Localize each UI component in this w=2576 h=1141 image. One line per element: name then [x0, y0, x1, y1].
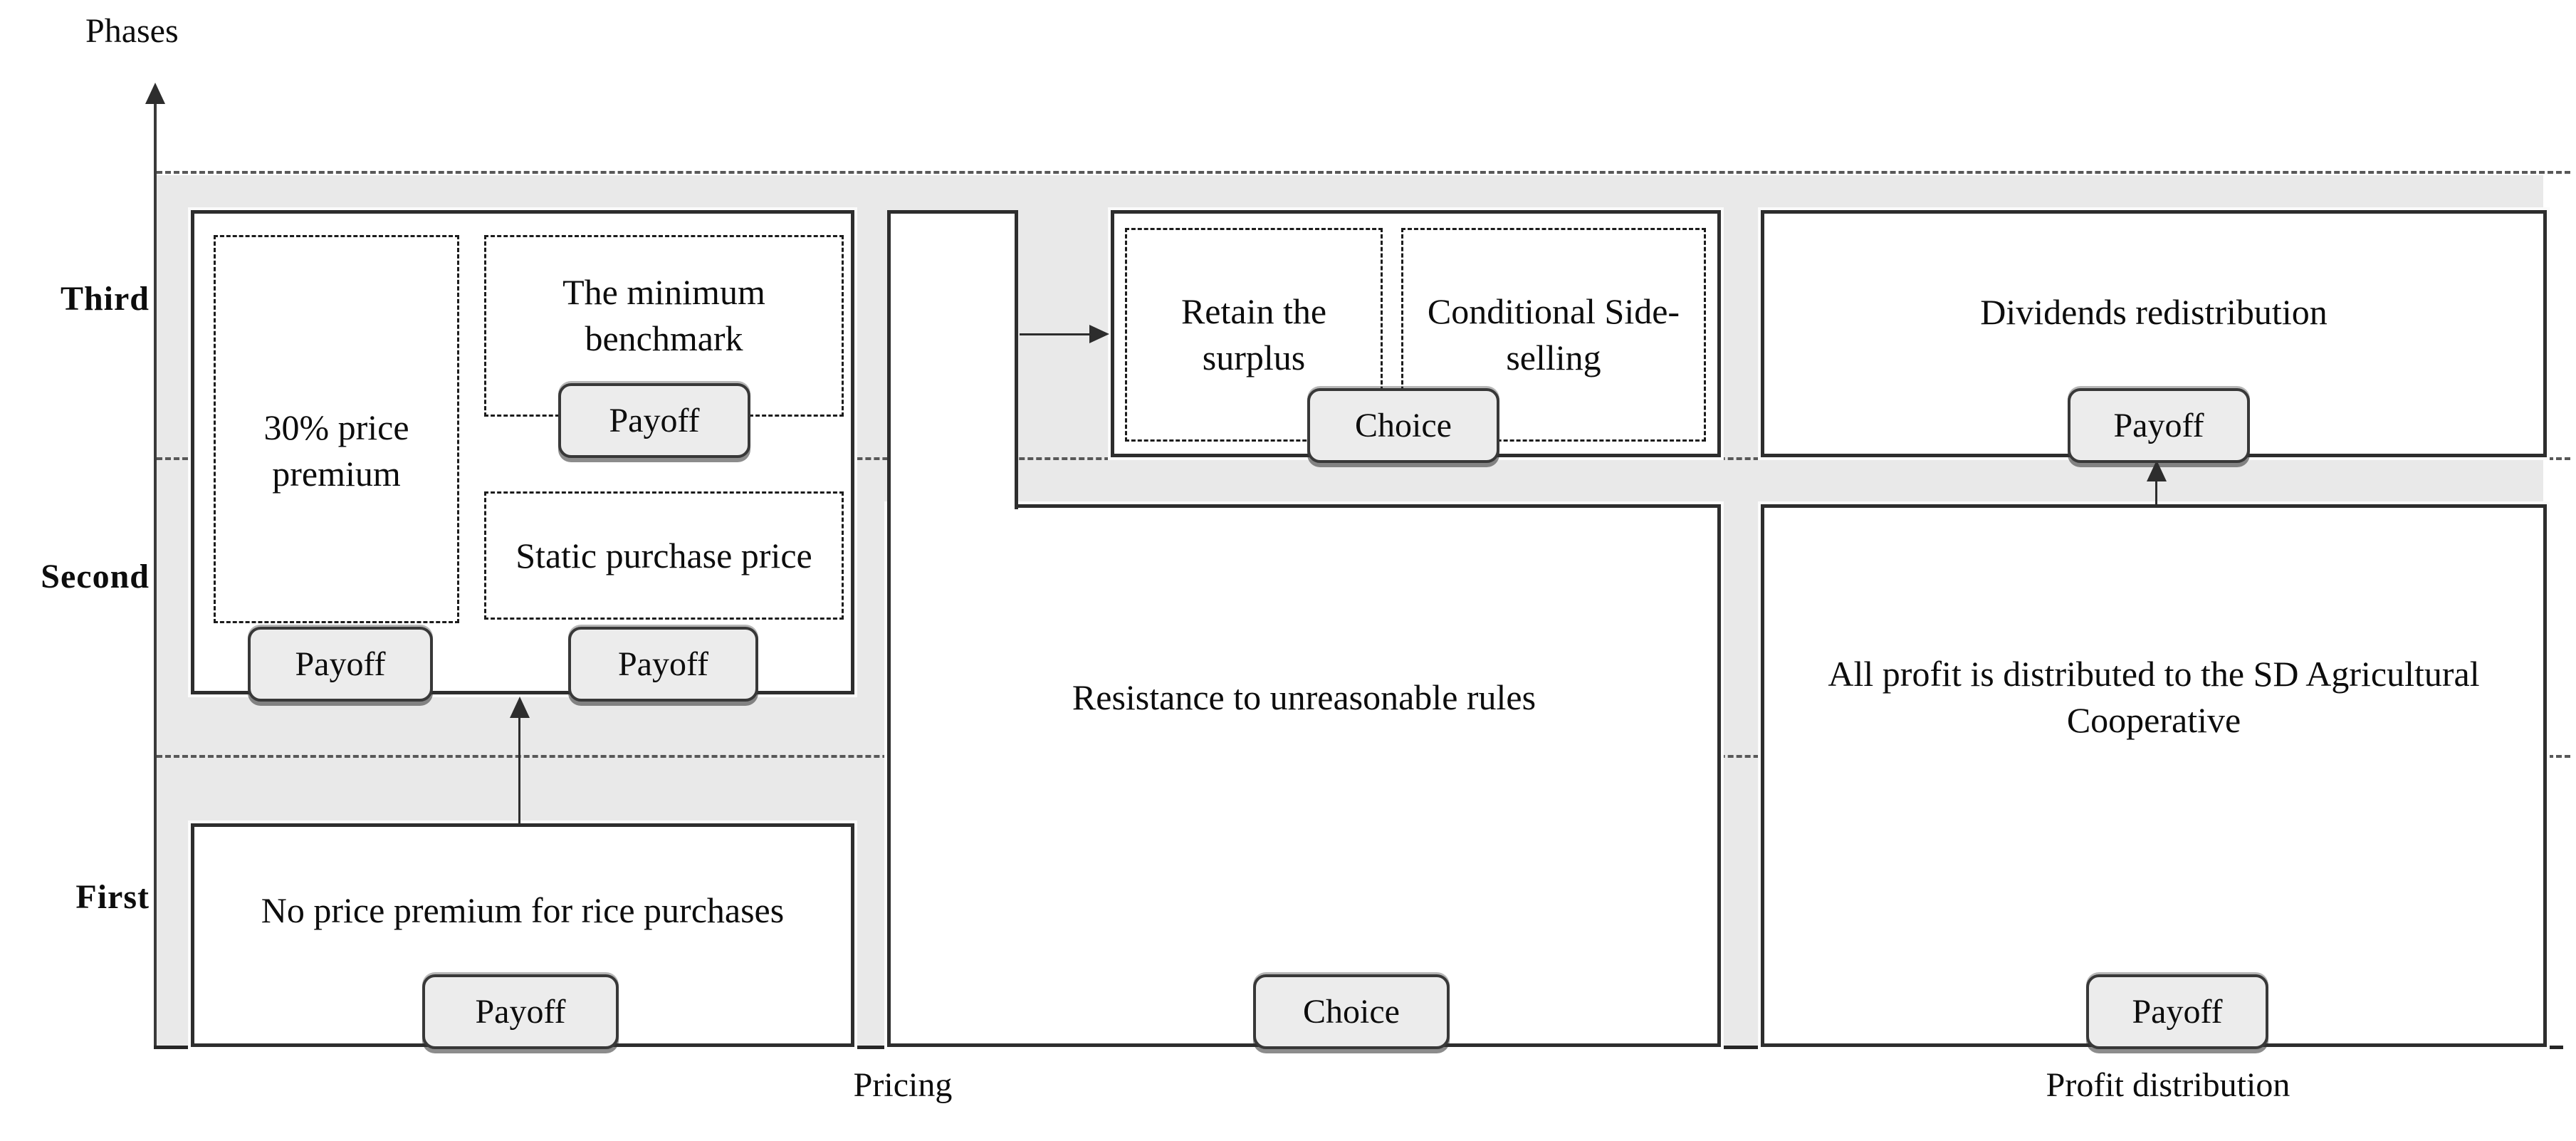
y-axis-arrow-icon — [145, 83, 165, 104]
y-axis-label: Phases — [85, 12, 179, 50]
payoff-button-label: Payoff — [475, 993, 566, 1031]
payoff-button-label: Payoff — [617, 645, 709, 683]
arrow-line-choice — [1020, 333, 1094, 335]
static-price-option-label: Static purchase price — [515, 535, 812, 575]
phase-label-second: Second — [41, 558, 150, 595]
phase-label-third: Third — [60, 280, 150, 318]
phase-label-first: First — [75, 878, 150, 916]
static-price-option-box: Static purchase price — [484, 491, 844, 620]
premium-option-box: 30% price premium — [214, 235, 459, 623]
x-axis-label-pricing: Pricing — [853, 1066, 953, 1104]
dividends-box-label: Dividends redistribution — [1980, 292, 2328, 332]
all-profit-box: All profit is distributed to the SD Agri… — [1761, 504, 2547, 1047]
payoff-button-label: Payoff — [609, 402, 700, 439]
payoff-button-dividends[interactable]: Payoff — [2068, 388, 2250, 463]
phase-boundary-top — [157, 171, 2570, 174]
arrow-up-pricing-icon — [510, 697, 530, 718]
resistance-box-label: Resistance to unreasonable rules — [1072, 677, 1536, 717]
payoff-button-first-phase[interactable]: Payoff — [422, 974, 619, 1049]
arrow-line-pricing — [518, 712, 520, 823]
side-selling-option-label: Conditional Side-selling — [1427, 291, 1680, 377]
arrow-up-profit-icon — [2147, 460, 2167, 481]
choice-button-resistance[interactable]: Choice — [1253, 974, 1450, 1049]
all-profit-box-label: All profit is distributed to the SD Agri… — [1828, 654, 2480, 740]
payoff-button-label: Payoff — [2132, 993, 2223, 1031]
benchmark-option-label: The minimum benchmark — [562, 271, 765, 358]
payoff-button-label: Payoff — [295, 645, 386, 683]
y-axis-line — [154, 104, 157, 1047]
resistance-box-upper-stem — [887, 210, 1018, 509]
payoff-button-all-profit[interactable]: Payoff — [2086, 974, 2268, 1049]
arrow-line-profit — [2155, 476, 2157, 506]
payoff-button-label: Payoff — [2113, 407, 2204, 444]
pricing-first-phase-label: No price premium for rice purchases — [261, 890, 785, 930]
resistance-box: Resistance to unreasonable rules — [887, 504, 1721, 1047]
payoff-button-premium[interactable]: Payoff — [248, 627, 433, 702]
side-selling-option-box: Conditional Side-selling — [1401, 228, 1706, 442]
x-axis-label-profit-distribution: Profit distribution — [2046, 1066, 2290, 1104]
retain-surplus-option-label: Retain the surplus — [1180, 291, 1327, 377]
premium-option-label: 30% price premium — [263, 407, 409, 494]
choice-button-label: Choice — [1303, 993, 1400, 1031]
choice-button-surplus[interactable]: Choice — [1307, 388, 1499, 463]
payoff-button-benchmark[interactable]: Payoff — [558, 383, 750, 458]
choice-button-label: Choice — [1355, 407, 1452, 444]
arrow-right-choice-icon — [1089, 325, 1109, 343]
payoff-button-static-price[interactable]: Payoff — [568, 627, 758, 702]
